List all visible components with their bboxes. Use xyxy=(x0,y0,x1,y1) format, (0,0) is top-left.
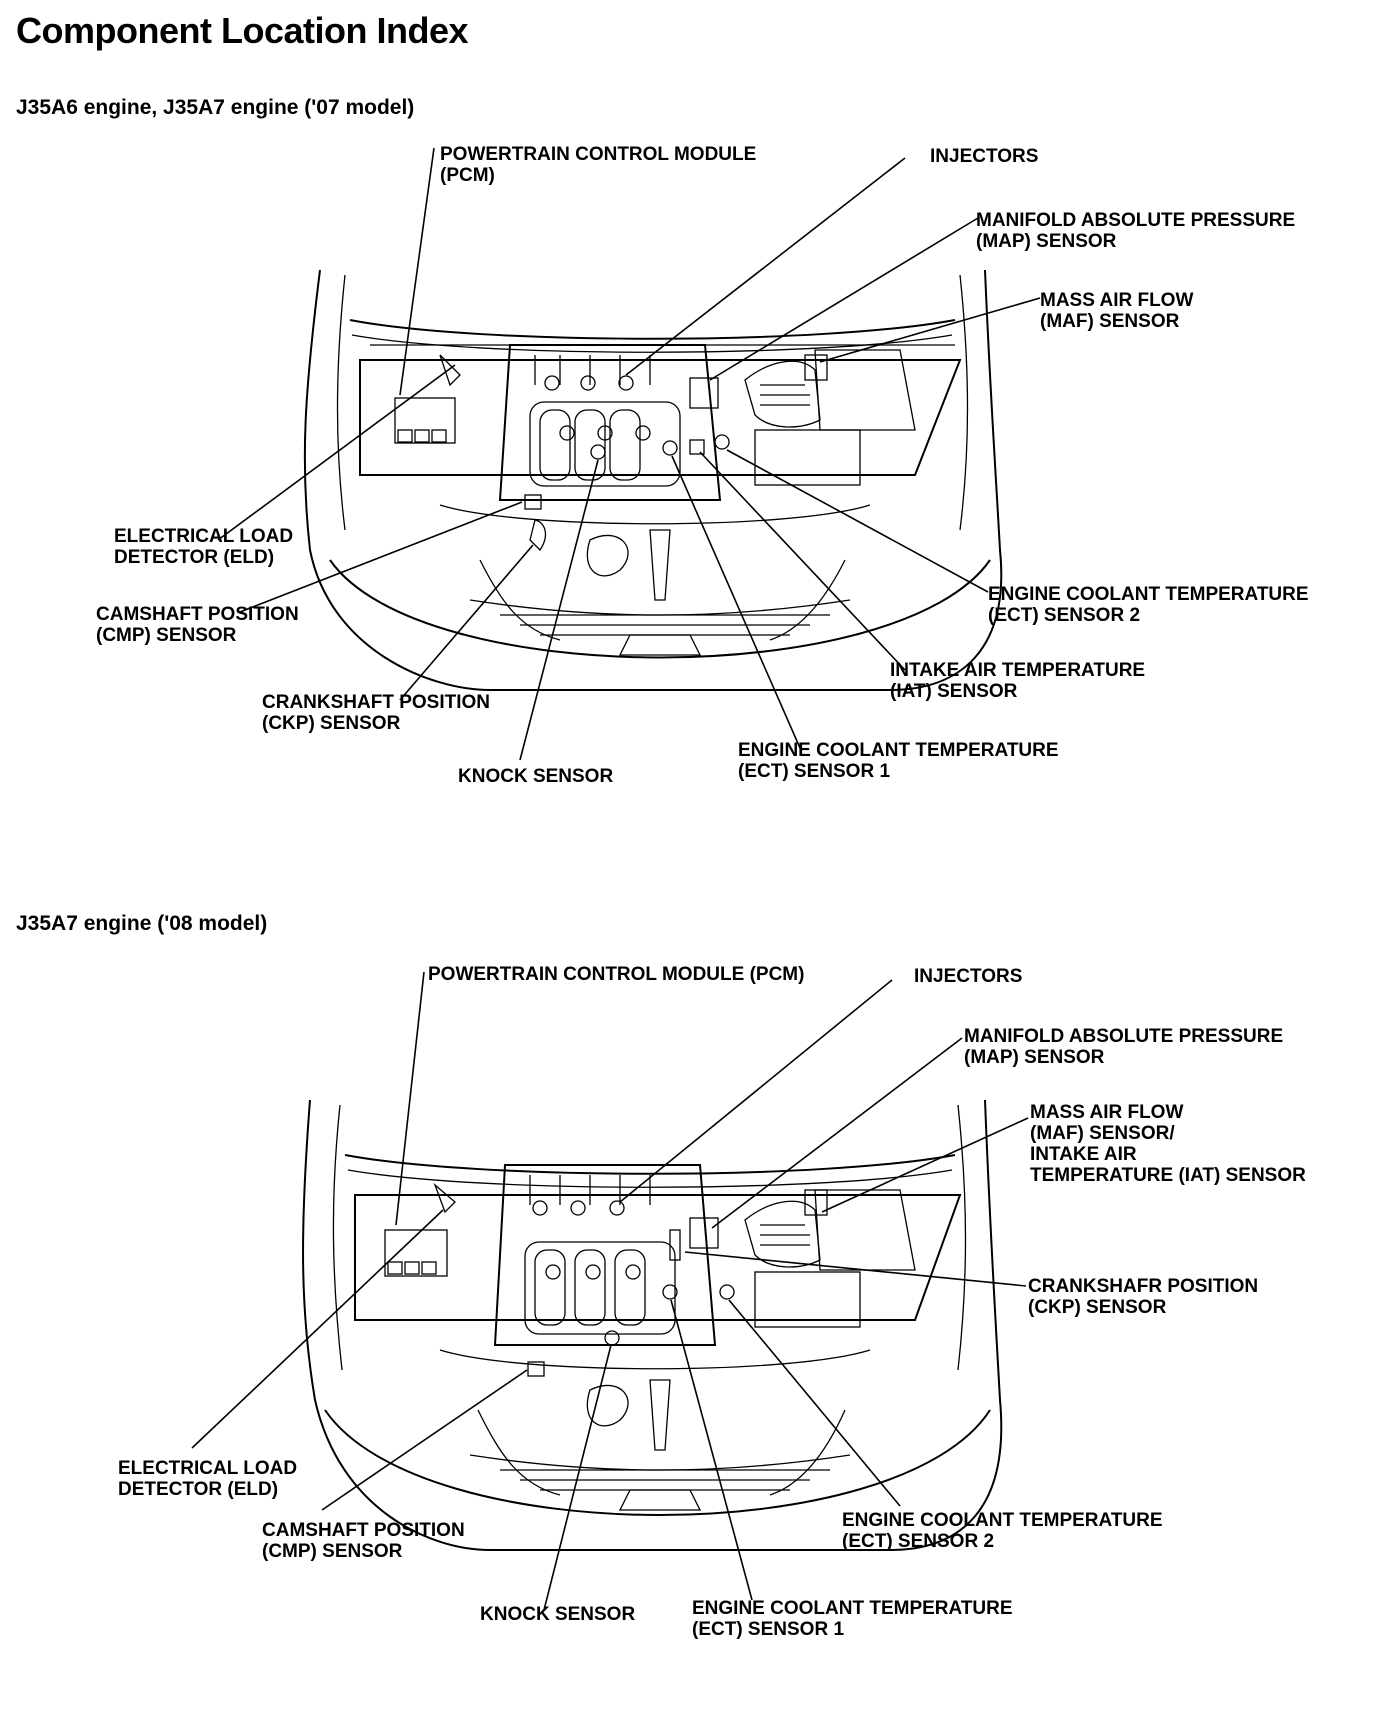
callout-map-sensor: MANIFOLD ABSOLUTE PRESSURE (MAP) SENSOR xyxy=(976,210,1295,252)
callout-cmp-sensor: CAMSHAFT POSITION (CMP) SENSOR xyxy=(96,604,299,646)
callout-injectors: INJECTORS xyxy=(930,146,1038,167)
callout-maf-iat-sensor: MASS AIR FLOW (MAF) SENSOR/ INTAKE AIR T… xyxy=(1030,1102,1306,1186)
callout-cmp-line1: CAMSHAFT POSITION xyxy=(96,604,299,625)
callout-maf-line2: (MAF) SENSOR xyxy=(1040,311,1180,332)
callout-ect1-line2: (ECT) SENSOR 1 xyxy=(738,761,891,782)
callout-ect-sensor-1: ENGINE COOLANT TEMPERATURE (ECT) SENSOR … xyxy=(738,740,1059,782)
callout-cmp-line1: CAMSHAFT POSITION xyxy=(262,1520,465,1541)
callout-eld: ELECTRICAL LOAD DETECTOR (ELD) xyxy=(114,526,293,568)
callout-ckp-line2: (CKP) SENSOR xyxy=(1028,1297,1167,1318)
callout-ect2-line1: ENGINE COOLANT TEMPERATURE xyxy=(842,1510,1163,1531)
callout-ect1-line1: ENGINE COOLANT TEMPERATURE xyxy=(692,1598,1013,1619)
callout-maf-line1: MASS AIR FLOW xyxy=(1030,1102,1184,1123)
callout-iat-sensor: INTAKE AIR TEMPERATURE (IAT) SENSOR xyxy=(890,660,1145,702)
page-title: Component Location Index xyxy=(16,10,469,51)
callout-iat-line2: (IAT) SENSOR xyxy=(890,681,1018,702)
callout-eld: ELECTRICAL LOAD DETECTOR (ELD) xyxy=(118,1458,297,1500)
callout-pcm-line2: (PCM) xyxy=(440,165,495,186)
callout-ckp-sensor: CRANKSHAFT POSITION (CKP) SENSOR xyxy=(262,692,490,734)
callout-map-line1: MANIFOLD ABSOLUTE PRESSURE xyxy=(964,1026,1284,1047)
callout-eld-line2: DETECTOR (ELD) xyxy=(118,1479,279,1500)
callout-map-sensor: MANIFOLD ABSOLUTE PRESSURE (MAP) SENSOR xyxy=(964,1026,1283,1068)
section-title-08: J35A7 engine ('08 model) xyxy=(16,912,268,935)
callout-ckp-line1: CRANKSHAFR POSITION xyxy=(1028,1276,1259,1297)
callout-ckp-line1: CRANKSHAFT POSITION xyxy=(262,692,490,713)
callout-maf-line1: MASS AIR FLOW xyxy=(1040,290,1194,311)
callout-cmp-sensor: CAMSHAFT POSITION (CMP) SENSOR xyxy=(262,1520,465,1562)
callout-knock-sensor: KNOCK SENSOR xyxy=(480,1604,635,1625)
section-title-07: J35A6 engine, J35A7 engine ('07 model) xyxy=(16,96,415,119)
callout-ect2-line2: (ECT) SENSOR 2 xyxy=(988,605,1141,626)
callout-cmp-line2: (CMP) SENSOR xyxy=(262,1541,403,1562)
callout-knock-line1: KNOCK SENSOR xyxy=(480,1604,636,1625)
callout-knock-line1: KNOCK SENSOR xyxy=(458,766,614,787)
callout-injectors: INJECTORS xyxy=(914,966,1022,987)
callout-ect1-line1: ENGINE COOLANT TEMPERATURE xyxy=(738,740,1059,761)
callout-eld-line1: ELECTRICAL LOAD xyxy=(114,526,294,547)
callout-cmp-line2: (CMP) SENSOR xyxy=(96,625,237,646)
callout-ect2-line1: ENGINE COOLANT TEMPERATURE xyxy=(988,584,1309,605)
callout-ect-sensor-1: ENGINE COOLANT TEMPERATURE (ECT) SENSOR … xyxy=(692,1598,1013,1640)
callout-map-line2: (MAP) SENSOR xyxy=(976,231,1117,252)
callout-ect2-line2: (ECT) SENSOR 2 xyxy=(842,1531,995,1552)
callout-maf-line2: (MAF) SENSOR/ xyxy=(1030,1123,1175,1144)
callout-map-line1: MANIFOLD ABSOLUTE PRESSURE xyxy=(976,210,1296,231)
engine-diagram-08: POWERTRAIN CONTROL MODULE (PCM) INJECTOR… xyxy=(0,950,1376,1710)
callout-pcm: POWERTRAIN CONTROL MODULE (PCM) xyxy=(428,964,804,985)
callout-ect-sensor-2: ENGINE COOLANT TEMPERATURE (ECT) SENSOR … xyxy=(842,1510,1163,1552)
callout-ckp-sensor: CRANKSHAFR POSITION (CKP) SENSOR xyxy=(1028,1276,1258,1318)
callout-pcm: POWERTRAIN CONTROL MODULE (PCM) xyxy=(440,144,756,186)
callout-maf-line3: INTAKE AIR xyxy=(1030,1144,1137,1165)
engine-diagram-07: POWERTRAIN CONTROL MODULE (PCM) INJECTOR… xyxy=(0,130,1376,890)
callout-injectors-line1: INJECTORS xyxy=(914,966,1023,987)
callout-ckp-line2: (CKP) SENSOR xyxy=(262,713,401,734)
callout-pcm-line1: POWERTRAIN CONTROL MODULE (PCM) xyxy=(428,964,805,985)
callout-pcm-line1: POWERTRAIN CONTROL MODULE xyxy=(440,144,757,165)
callout-eld-line2: DETECTOR (ELD) xyxy=(114,547,275,568)
callout-eld-line1: ELECTRICAL LOAD xyxy=(118,1458,298,1479)
engine-bay-drawing-08 xyxy=(191,971,1029,1611)
callout-maf-sensor: MASS AIR FLOW (MAF) SENSOR xyxy=(1040,290,1193,332)
callout-ect-sensor-2: ENGINE COOLANT TEMPERATURE (ECT) SENSOR … xyxy=(988,584,1309,626)
callout-map-line2: (MAP) SENSOR xyxy=(964,1047,1105,1068)
callout-knock-sensor: KNOCK SENSOR xyxy=(458,766,613,787)
callout-ect1-line2: (ECT) SENSOR 1 xyxy=(692,1619,845,1640)
callout-injectors-line1: INJECTORS xyxy=(930,146,1039,167)
engine-bay-drawing-07 xyxy=(217,147,1041,761)
callout-maf-line4: TEMPERATURE (IAT) SENSOR xyxy=(1030,1165,1306,1186)
callout-iat-line1: INTAKE AIR TEMPERATURE xyxy=(890,660,1146,681)
